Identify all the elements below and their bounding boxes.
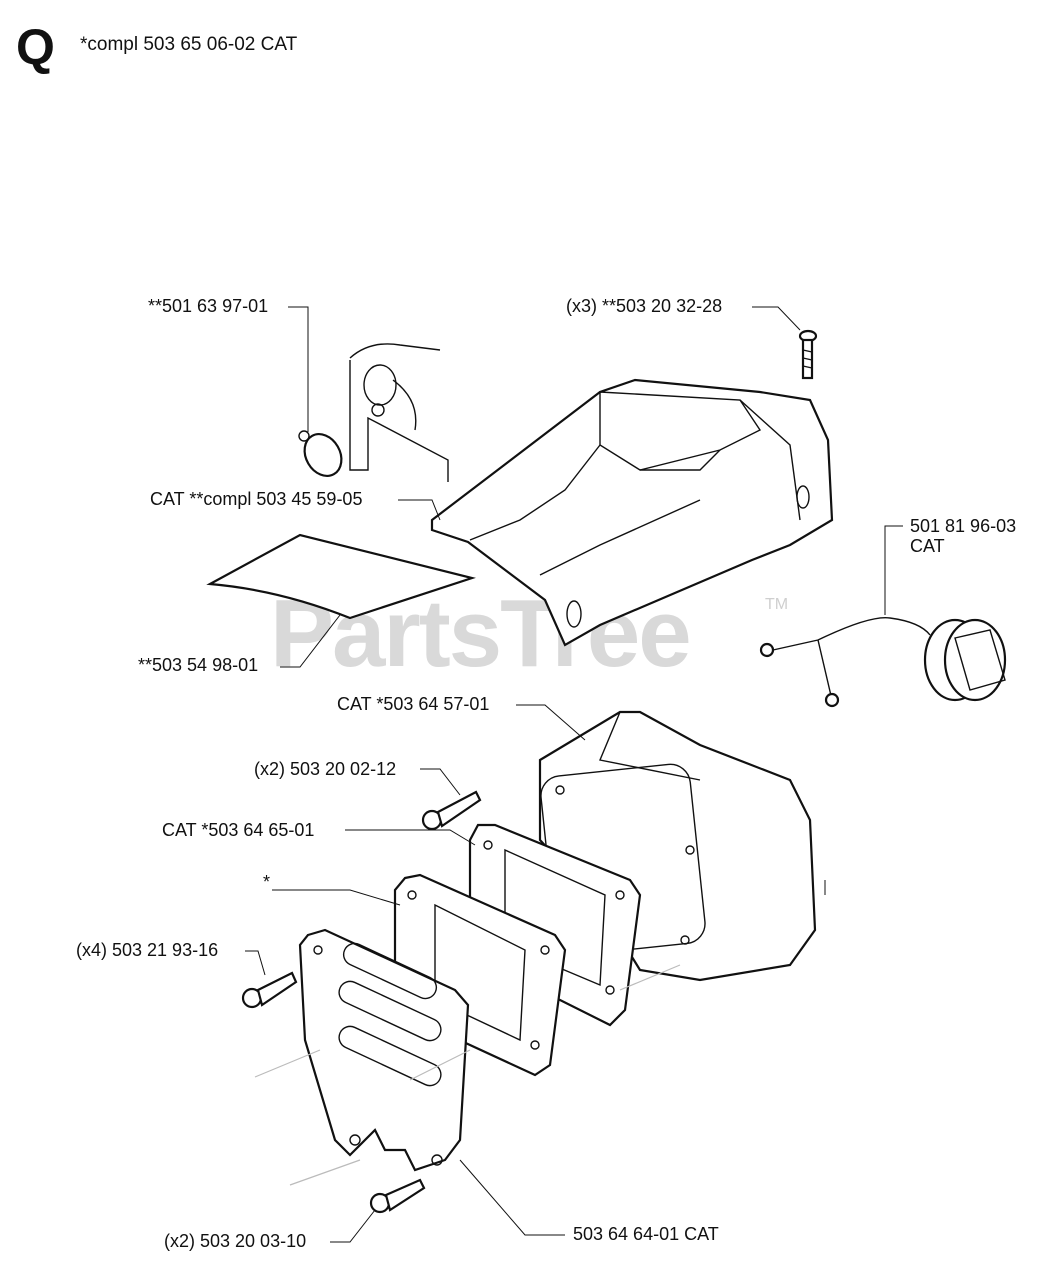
callout-gasket-outer: CAT *503 64 65-01 <box>162 820 315 840</box>
bolt-x2-bottom-part[interactable] <box>369 1178 426 1214</box>
callout-muffler-cover: 503 64 64-01 CAT <box>573 1224 719 1244</box>
callout-muffler-body: CAT *503 64 57-01 <box>337 694 490 714</box>
callout-gasket-inner: * <box>263 872 271 892</box>
ghost-screws <box>254 964 681 1186</box>
decal-part[interactable] <box>206 533 476 620</box>
plug-part[interactable] <box>297 427 348 482</box>
callout-fuel-cap: 501 81 96-03 CAT <box>910 516 1017 556</box>
bolt-x2-top-part[interactable] <box>421 790 482 831</box>
callout-top-cover: CAT **compl 503 45 59-05 <box>150 489 363 509</box>
callout-bolt-x2-top: (x2) 503 20 02-12 <box>254 759 397 779</box>
muffler-cover-part[interactable] <box>298 928 470 1172</box>
callout-screw-x3: (x3) **503 20 32-28 <box>566 296 723 316</box>
section-letter: Q <box>16 19 55 75</box>
screw-x3-part[interactable] <box>798 329 818 380</box>
fuel-cap-part[interactable] <box>759 616 1007 708</box>
screw-x4-part[interactable] <box>241 971 298 1009</box>
top-cover-part[interactable] <box>430 378 834 647</box>
callout-decal: **503 54 98-01 <box>138 655 259 675</box>
callout-plug: **501 63 97-01 <box>148 296 269 316</box>
assembly-note: *compl 503 65 06-02 CAT <box>80 34 298 55</box>
callout-screw-x4: (x4) 503 21 93-16 <box>76 940 219 960</box>
saw-body-outline <box>349 343 449 482</box>
watermark-trademark: TM <box>765 596 789 613</box>
callout-bolt-x2-bottom: (x2) 503 20 03-10 <box>164 1231 307 1251</box>
leader-lines <box>245 306 903 1243</box>
